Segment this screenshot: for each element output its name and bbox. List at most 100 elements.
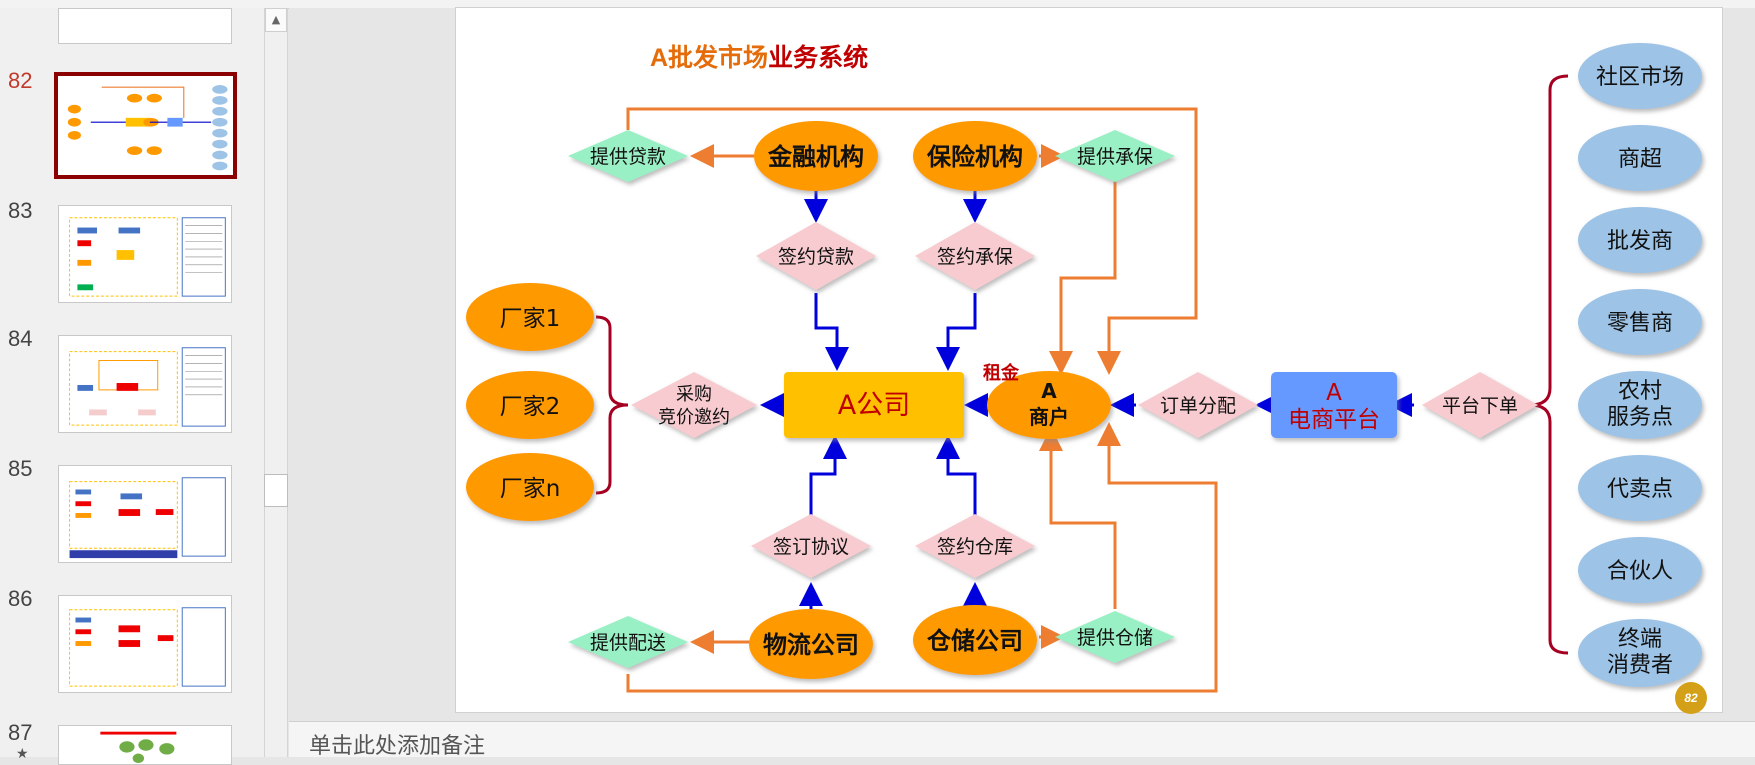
- slide-canvas[interactable]: A批发市场业务系统: [456, 8, 1722, 714]
- svg-text:服务点: 服务点: [1607, 405, 1673, 430]
- svg-text:提供仓储: 提供仓储: [1077, 627, 1153, 649]
- svg-text:提供贷款: 提供贷款: [590, 146, 666, 168]
- svg-text:社区市场: 社区市场: [1596, 65, 1684, 90]
- channel-partner: 合伙人: [1578, 537, 1702, 603]
- svg-text:电商平台: 电商平台: [1288, 407, 1380, 433]
- slide-thumbnail-82[interactable]: [54, 72, 237, 179]
- node-insurance: 保险机构: [913, 121, 1037, 191]
- node-storage: 仓储公司: [913, 605, 1037, 675]
- svg-text:厂家n: 厂家n: [500, 476, 561, 502]
- channel-retailer: 零售商: [1578, 289, 1702, 355]
- diamond-purchase-bidding: 采购 竞价邀约: [631, 372, 757, 438]
- connector-line: [1049, 178, 1117, 375]
- slide-thumbnail-84[interactable]: [58, 335, 232, 433]
- slide-number: 86: [8, 586, 33, 611]
- scroll-up-arrow-icon[interactable]: ▲: [265, 8, 287, 32]
- svg-text:农村: 农村: [1618, 379, 1662, 404]
- notes-placeholder[interactable]: 单击此处添加备注: [309, 734, 486, 759]
- slide-thumbnail-preview: [69, 347, 226, 427]
- svg-text:订单分配: 订单分配: [1160, 395, 1236, 417]
- slide-thumbnail-81[interactable]: [58, 8, 232, 44]
- slide-thumbnail-preview: [100, 731, 177, 764]
- node-finance: 金融机构: [754, 121, 878, 191]
- connector-line: [814, 293, 849, 371]
- diamond-provide-insure: 提供承保: [1055, 130, 1175, 182]
- business-system-diagram: A批发市场业务系统: [466, 43, 1702, 693]
- star-icon: ★: [16, 746, 29, 762]
- connector-line: [936, 435, 977, 517]
- svg-text:保险机构: 保险机构: [926, 143, 1023, 171]
- node-logistics: 物流公司: [749, 609, 873, 679]
- thumbnail-scrollbar[interactable]: [264, 8, 288, 757]
- notes-pane[interactable]: 单击此处添加备注: [289, 721, 1755, 759]
- channel-brace: [1529, 74, 1569, 655]
- diamond-provide-loan: 提供贷款: [568, 130, 688, 182]
- svg-text:代卖点: 代卖点: [1607, 477, 1673, 502]
- slide-number: 82: [8, 68, 33, 93]
- node-ecommerce-platform: A 电商平台: [1271, 372, 1397, 438]
- page-number-badge: 82: [1675, 682, 1707, 714]
- factory-brace: [595, 315, 629, 495]
- slide-number: 87: [8, 720, 33, 745]
- slide-thumbnail-86[interactable]: [58, 595, 232, 693]
- diamond-provide-delivery: 提供配送: [568, 616, 688, 668]
- node-center-company: A公司: [784, 372, 964, 438]
- slide-number: 85: [8, 456, 33, 481]
- connector-line: [626, 107, 1198, 375]
- svg-text:商超: 商超: [1618, 147, 1662, 172]
- slide-thumbnail-preview: [58, 76, 233, 175]
- node-factory-2: 厂家2: [466, 371, 594, 439]
- diamond-sign-storage: 签约仓库: [915, 514, 1035, 578]
- slide-number: 84: [8, 326, 33, 351]
- channel-rural-service-point: 农村 服务点: [1578, 371, 1702, 439]
- connector-line: [1039, 427, 1117, 609]
- diamond-provide-storage: 提供仓储: [1055, 611, 1175, 663]
- slide-thumbnail-preview: [69, 477, 226, 559]
- svg-text:金融机构: 金融机构: [767, 143, 864, 171]
- diamond-sign-insure: 签约承保: [915, 222, 1035, 290]
- channel-supermarket: 商超: [1578, 125, 1702, 191]
- svg-text:签订协议: 签订协议: [773, 536, 849, 558]
- slide-thumbnail-preview: [69, 607, 226, 687]
- connector-line: [809, 435, 847, 517]
- slide-thumbnail-83[interactable]: [58, 205, 232, 303]
- svg-text:物流公司: 物流公司: [763, 631, 859, 659]
- svg-text:A公司: A公司: [838, 390, 910, 421]
- channel-wholesaler: 批发商: [1578, 207, 1702, 273]
- svg-text:合伙人: 合伙人: [1607, 559, 1673, 584]
- svg-text:签约承保: 签约承保: [937, 246, 1013, 268]
- channel-end-consumer: 终端 消费者: [1578, 619, 1702, 687]
- svg-text:签约仓库: 签约仓库: [937, 536, 1013, 558]
- svg-text:竞价邀约: 竞价邀约: [658, 407, 730, 428]
- slide-number: 83: [8, 198, 33, 223]
- svg-text:厂家1: 厂家1: [500, 306, 561, 332]
- svg-text:消费者: 消费者: [1607, 653, 1673, 678]
- diamond-platform-order: 平台下单: [1422, 372, 1538, 438]
- diamond-sign-loan: 签约贷款: [756, 222, 876, 290]
- slide-title-part2: 业务系统: [768, 43, 868, 72]
- svg-text:零售商: 零售商: [1607, 311, 1673, 336]
- connector-line: [936, 293, 977, 371]
- diamond-order-distribution: 订单分配: [1138, 372, 1258, 438]
- rent-label: 租金: [983, 362, 1020, 384]
- svg-text:厂家2: 厂家2: [500, 394, 561, 420]
- node-merchant: A 商户: [987, 371, 1111, 439]
- svg-text:A: A: [1041, 379, 1057, 403]
- connector-line: [626, 422, 1218, 693]
- svg-text:商户: 商户: [1029, 405, 1069, 429]
- channel-community-market: 社区市场: [1578, 43, 1702, 109]
- node-factory-n: 厂家n: [466, 453, 594, 521]
- svg-text:签约贷款: 签约贷款: [778, 246, 854, 268]
- slide-thumbnail-85[interactable]: [58, 465, 232, 563]
- svg-text:批发商: 批发商: [1607, 229, 1673, 254]
- svg-text:提供承保: 提供承保: [1077, 146, 1153, 168]
- node-factory-1: 厂家1: [466, 283, 594, 351]
- slide-thumbnail-87[interactable]: [58, 725, 232, 765]
- diamond-sign-agreement: 签订协议: [751, 514, 871, 578]
- svg-text:A批发市场业务系统: A批发市场业务系统: [650, 43, 868, 72]
- svg-text:采购: 采购: [676, 384, 712, 405]
- channel-consignment-point: 代卖点: [1578, 455, 1702, 521]
- slide-thumbnail-panel[interactable]: 82 83: [0, 8, 264, 765]
- scrollbar-thumb[interactable]: [264, 474, 288, 507]
- svg-text:A: A: [1326, 380, 1342, 406]
